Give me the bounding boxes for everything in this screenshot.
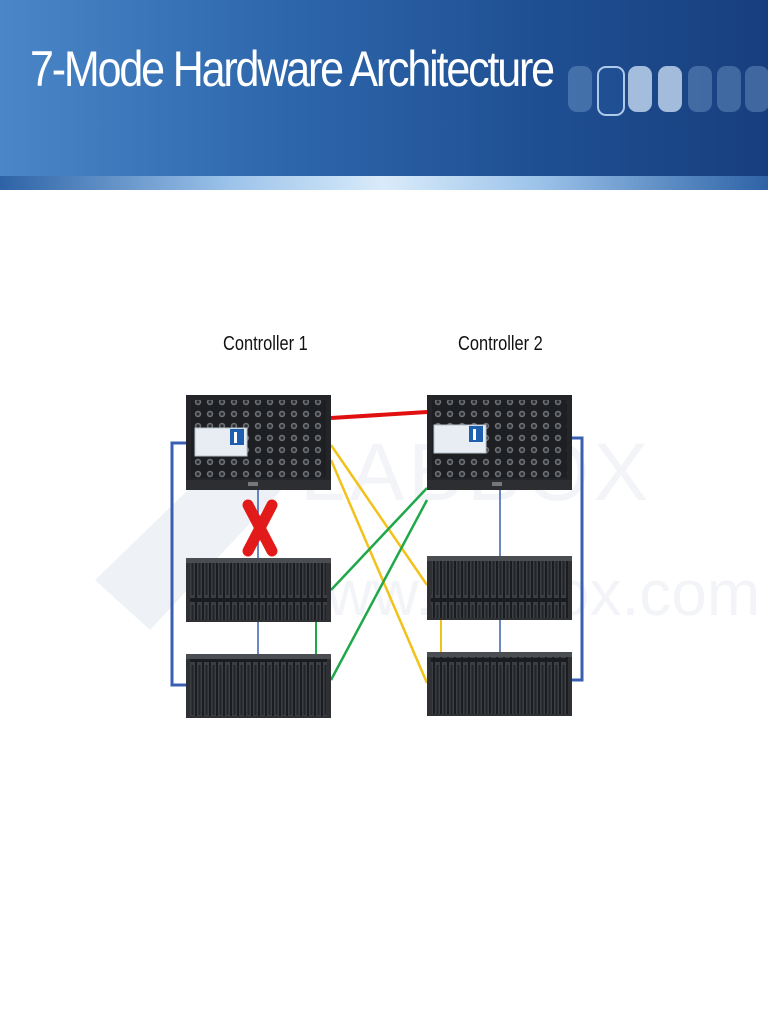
ha-interconnect-cable — [330, 410, 428, 420]
controller-1-chassis — [186, 395, 331, 490]
controller-2-right-loop-cable — [572, 436, 584, 682]
controller-1-disk-shelf-1 — [186, 558, 331, 622]
cross-green-cable-1 — [330, 487, 428, 591]
header-stripe — [0, 176, 768, 190]
header-decoration-tile — [717, 66, 741, 112]
slide-title: 7-Mode Hardware Architecture — [30, 41, 555, 97]
controller-2-label: Controller 2 — [458, 333, 543, 355]
cross-yellow-cable-2 — [329, 459, 429, 684]
header-decoration-tile — [658, 66, 682, 112]
header-decoration-tile — [688, 66, 712, 112]
controller-1-left-loop-cable — [170, 441, 186, 687]
slide-header: 7-Mode Hardware Architecture — [0, 0, 768, 190]
controller-2-disk-shelf-1 — [427, 556, 572, 620]
controller-2-disk-shelf-2 — [427, 652, 572, 716]
cross-yellow-cable-1 — [329, 444, 429, 586]
failure-x-mark — [242, 499, 278, 557]
controller-2-chassis — [427, 395, 572, 490]
header-decoration-tile — [628, 66, 652, 112]
header-decoration-tile — [568, 66, 592, 112]
header-decoration-tile — [597, 66, 625, 116]
controller-1-label: Controller 1 — [223, 333, 308, 355]
header-decoration-tile — [745, 66, 768, 112]
controller-1-disk-shelf-2 — [186, 654, 331, 718]
cross-green-cable-2 — [329, 499, 429, 681]
